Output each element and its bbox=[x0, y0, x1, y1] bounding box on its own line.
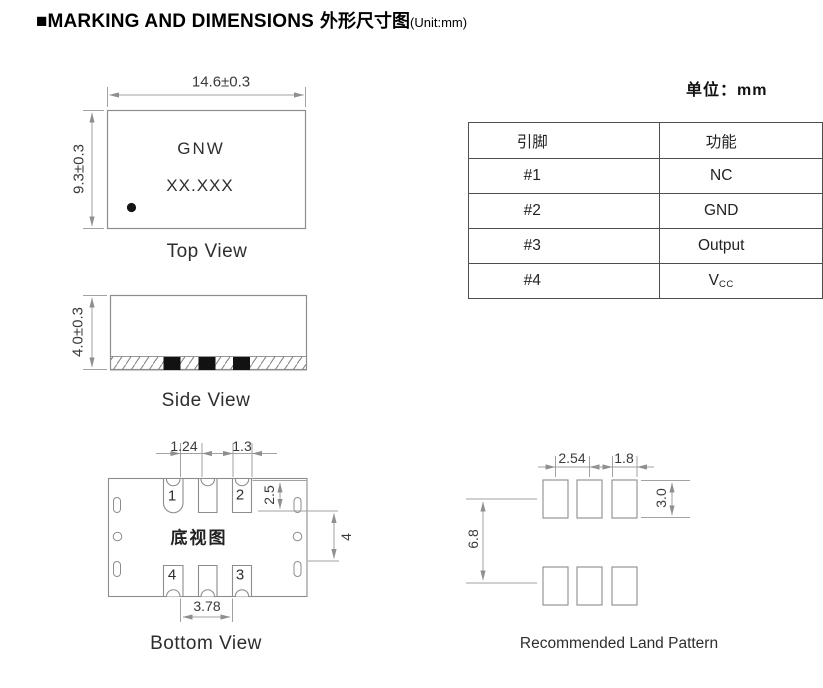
marking-frequency-text: XX.XXX bbox=[166, 176, 234, 195]
pin-cell: #2 bbox=[467, 193, 661, 229]
bottom-view-label: Bottom View bbox=[150, 633, 262, 654]
pad-4-shape bbox=[162, 564, 184, 596]
side-view-drawing bbox=[109, 294, 308, 371]
pin-cell: #1 bbox=[467, 158, 661, 194]
dim-pad-depth: 2.5 bbox=[261, 485, 277, 505]
dim-land-pad-height: 3.0 bbox=[653, 488, 669, 508]
pad-1-shape bbox=[162, 479, 184, 514]
pad-number-4: 4 bbox=[167, 566, 177, 584]
top-view-dimensions bbox=[83, 87, 306, 229]
pad-number-2: 2 bbox=[235, 486, 245, 504]
function-subscript: CC bbox=[719, 279, 734, 290]
side-view-pads bbox=[163, 357, 250, 370]
dim-top-height: 9.3±0.3 bbox=[70, 144, 88, 194]
pad-number-3: 3 bbox=[235, 566, 245, 584]
bottom-view-drawing bbox=[107, 477, 308, 598]
dim-land-row-spacing: 6.8 bbox=[465, 529, 481, 549]
side-castellation-slots bbox=[112, 497, 303, 577]
title-chinese: 外形尺寸图 bbox=[320, 11, 411, 31]
unit-note: 单位：mm bbox=[686, 82, 768, 99]
pin-header-cell: 引脚 bbox=[467, 122, 661, 159]
bottom-view-dimensions bbox=[156, 443, 339, 622]
top-view-outline bbox=[106, 109, 307, 230]
land-pattern-dimensions bbox=[466, 456, 690, 584]
marking-brand-text: GNW bbox=[177, 139, 225, 158]
dim-pad1-width: 1.24 bbox=[170, 438, 198, 454]
function-cell: Output bbox=[659, 228, 823, 264]
top-view-label: Top View bbox=[166, 241, 248, 262]
title-unit-suffix: (Unit:mm) bbox=[410, 15, 468, 30]
pad-number-1: 1 bbox=[167, 487, 177, 505]
dim-land-pad-width: 1.8 bbox=[614, 450, 634, 466]
function-header-cell: 功能 bbox=[659, 122, 823, 159]
side-view-label: Side View bbox=[161, 390, 251, 411]
function-cell: GND bbox=[659, 193, 823, 229]
land-pattern-drawing bbox=[542, 479, 638, 606]
pin-cell: #3 bbox=[467, 228, 661, 264]
pin-cell: #4 bbox=[467, 263, 661, 299]
title-square-bullet: ■ bbox=[36, 11, 48, 32]
dim-pad2-width: 1.3 bbox=[232, 438, 252, 454]
side-view-dimensions bbox=[83, 295, 107, 370]
dim-land-pitch: 2.54 bbox=[558, 450, 586, 466]
top-view-drawing bbox=[106, 109, 307, 230]
function-cell: VCC bbox=[659, 263, 823, 299]
dim-top-width: 14.6±0.3 bbox=[191, 73, 251, 91]
dim-side-height: 4.0±0.3 bbox=[69, 307, 87, 357]
pin1-dot-marker bbox=[126, 202, 137, 213]
dim-bottom-pitch: 3.78 bbox=[193, 598, 221, 614]
function-cell: NC bbox=[659, 158, 823, 194]
pad-3-shape bbox=[231, 564, 253, 596]
dim-inner-gap: 4 bbox=[338, 533, 354, 541]
bottom-view-chinese-text: 底视图 bbox=[170, 528, 228, 548]
title-english: MARKING AND DIMENSIONS bbox=[47, 11, 315, 32]
table-header-row: 引脚 功能 bbox=[467, 122, 823, 159]
pad-2-shape bbox=[231, 479, 253, 514]
land-pattern-label: Recommended Land Pattern bbox=[519, 635, 719, 652]
